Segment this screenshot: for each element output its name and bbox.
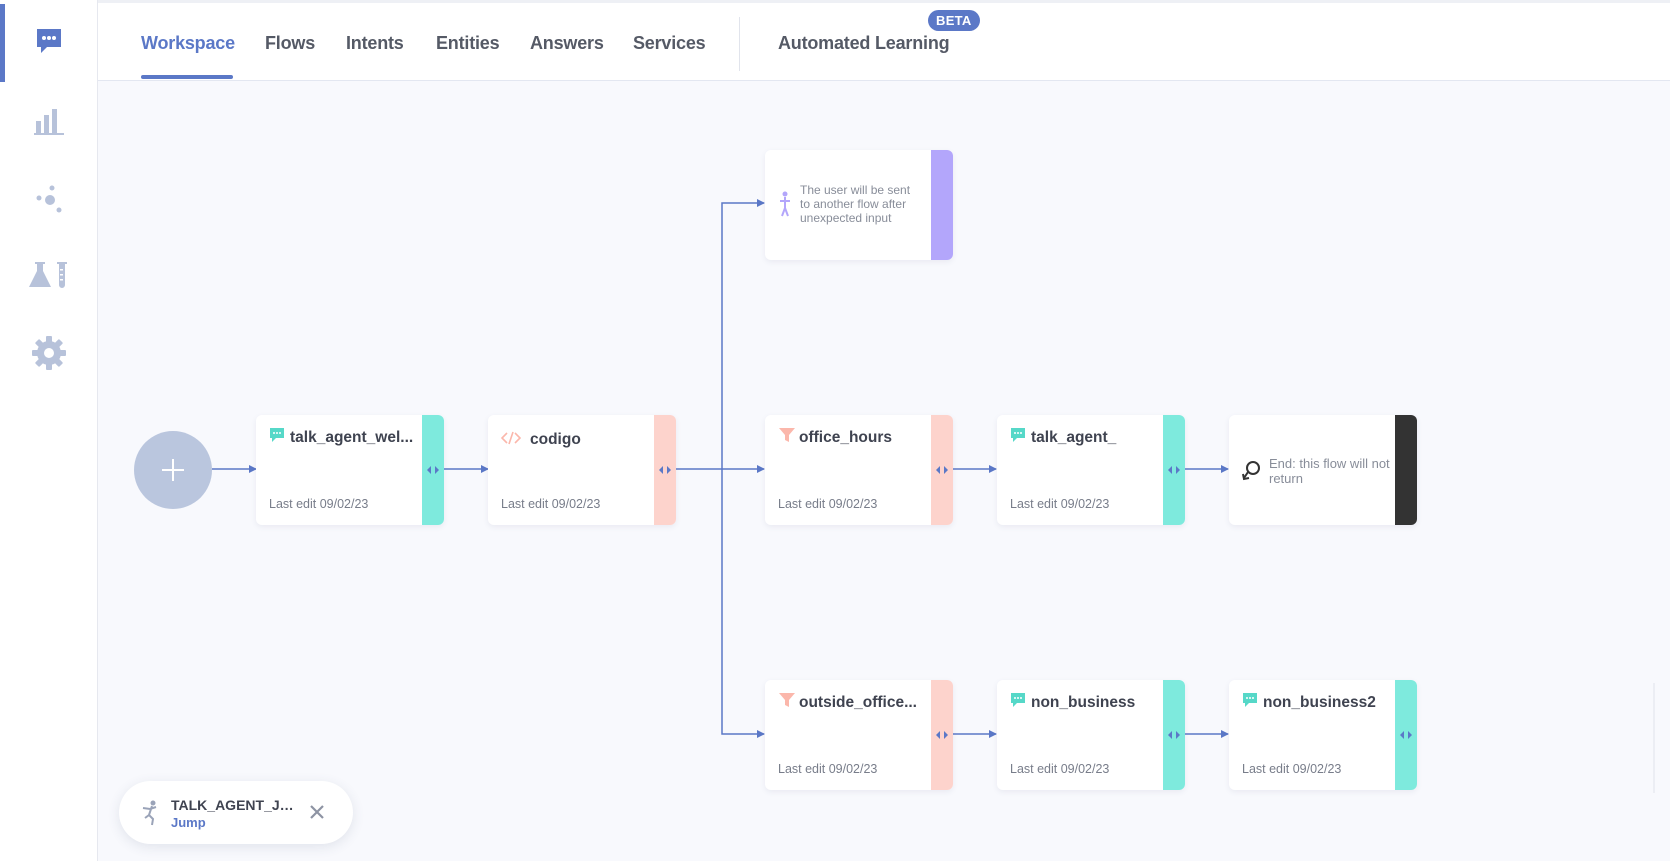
node-title: talk_agent_	[1031, 429, 1117, 446]
tab-answers[interactable]: Answers	[530, 33, 604, 53]
lab-flask-icon	[29, 262, 67, 288]
close-icon[interactable]	[306, 801, 328, 823]
tab-workspace[interactable]: Workspace	[141, 33, 235, 53]
node-description: End: this flow will not return	[1269, 456, 1390, 486]
answer-bubble-icon	[1243, 693, 1257, 707]
flow-node-codigo[interactable]: codigo Last edit 09/02/23	[488, 415, 676, 525]
expand-arrows-icon	[427, 466, 439, 474]
beta-badge: BETA	[928, 10, 980, 31]
answer-bubble-icon	[1011, 693, 1025, 707]
node-connector-handle[interactable]	[1163, 680, 1185, 790]
expand-arrows-icon	[1168, 731, 1180, 739]
selected-node-toast[interactable]: TALK_AGENT_JU... Jump	[119, 781, 353, 844]
node-title: office_hours	[799, 429, 893, 446]
node-connector-handle[interactable]	[654, 415, 676, 525]
bar-chart-icon	[34, 109, 64, 135]
tab-automated-learning[interactable]: Automated Learning	[778, 33, 950, 53]
node-side-bar	[1395, 415, 1417, 525]
flow-connectors	[212, 199, 1229, 738]
plus-icon	[162, 459, 184, 481]
flow-node-talk-agent[interactable]: talk_agent_ Last edit 09/02/23	[997, 415, 1185, 525]
nodes-icon	[36, 185, 62, 213]
flow-node-talk-agent-wel[interactable]: talk_agent_wel... Last edit 09/02/23	[256, 415, 444, 525]
sidebar-item-analytics[interactable]	[0, 82, 98, 160]
tab-entities[interactable]: Entities	[436, 33, 500, 53]
add-flow-start-button[interactable]	[134, 431, 212, 509]
node-connector-handle[interactable]	[1395, 680, 1417, 790]
node-last-edit: Last edit 09/02/23	[778, 497, 878, 511]
sidebar	[0, 0, 98, 861]
sidebar-item-chat[interactable]	[0, 2, 98, 82]
node-last-edit: Last edit 09/02/23	[269, 497, 369, 511]
tab-flows[interactable]: Flows	[265, 33, 316, 53]
canvas-scroll-edge	[1653, 683, 1655, 793]
node-description: The user will be sent to another flow af…	[800, 183, 911, 225]
edge-codigo-outside-office	[721, 469, 765, 738]
node-connector-handle[interactable]	[931, 680, 953, 790]
node-last-edit: Last edit 09/02/23	[778, 762, 878, 776]
jump-person-icon	[780, 191, 790, 217]
node-connector-handle[interactable]	[931, 415, 953, 525]
flow-node-office-hours[interactable]: office_hours Last edit 09/02/23	[765, 415, 953, 525]
expand-arrows-icon	[1400, 731, 1412, 739]
jump-person-icon	[142, 800, 157, 826]
node-connector-handle[interactable]	[1163, 415, 1185, 525]
node-last-edit: Last edit 09/02/23	[1010, 497, 1110, 511]
expand-arrows-icon	[936, 731, 948, 739]
filter-icon	[779, 428, 795, 442]
sidebar-item-connections[interactable]	[0, 160, 98, 238]
active-tab-indicator	[141, 75, 233, 79]
node-last-edit: Last edit 09/02/23	[501, 497, 601, 511]
tab-divider	[739, 17, 740, 71]
flow-node-non-business2[interactable]: non_business2 Last edit 09/02/23	[1229, 680, 1417, 790]
top-navigation: Workspace Flows Intents Entities Answers…	[98, 0, 1670, 81]
expand-arrows-icon	[659, 466, 671, 474]
answer-bubble-icon	[1011, 428, 1025, 442]
filter-icon	[779, 693, 795, 707]
flow-node-jump[interactable]: The user will be sent to another flow af…	[765, 150, 953, 260]
node-title: talk_agent_wel...	[290, 429, 414, 446]
node-title: non_business2	[1263, 694, 1376, 711]
tab-services[interactable]: Services	[633, 33, 706, 53]
toast-subtitle: Jump	[171, 815, 206, 830]
edge-codigo-jump	[721, 199, 765, 469]
tab-intents[interactable]: Intents	[346, 33, 404, 53]
node-last-edit: Last edit 09/02/23	[1010, 762, 1110, 776]
expand-arrows-icon	[1168, 466, 1180, 474]
node-side-bar	[931, 150, 953, 260]
sidebar-item-lab[interactable]	[0, 236, 98, 314]
end-loop-icon	[1242, 461, 1260, 481]
sidebar-item-settings[interactable]	[0, 314, 98, 392]
node-title: outside_office...	[799, 694, 917, 711]
node-connector-handle[interactable]	[422, 415, 444, 525]
flow-node-non-business[interactable]: non_business Last edit 09/02/23	[997, 680, 1185, 790]
toast-title: TALK_AGENT_JU...	[171, 797, 299, 813]
gear-icon	[32, 336, 66, 370]
code-icon	[501, 431, 521, 445]
answer-bubble-icon	[270, 428, 284, 442]
node-title: non_business	[1031, 694, 1136, 711]
node-last-edit: Last edit 09/02/23	[1242, 762, 1342, 776]
flow-node-outside-office[interactable]: outside_office... Last edit 09/02/23	[765, 680, 953, 790]
chat-icon	[37, 29, 61, 53]
expand-arrows-icon	[936, 466, 948, 474]
node-title: codigo	[530, 431, 581, 448]
flow-node-end[interactable]: End: this flow will not return	[1229, 415, 1417, 525]
